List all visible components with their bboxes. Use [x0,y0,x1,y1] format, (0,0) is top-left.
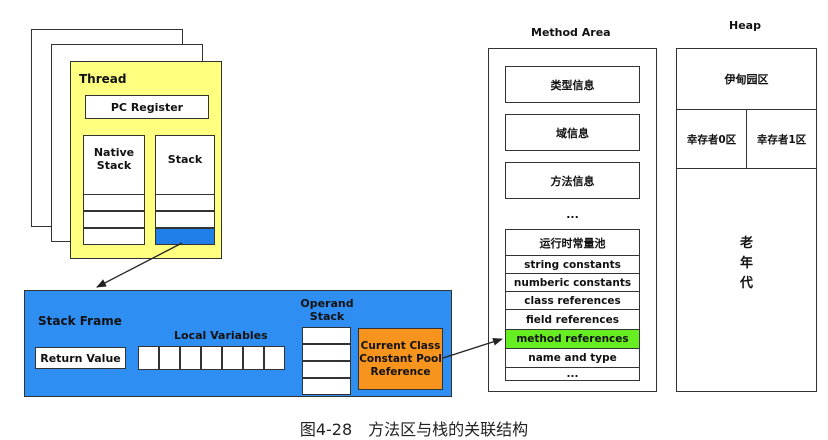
native-stack-slot [83,194,145,211]
native-stack-slot [83,211,145,228]
runtime-constant-pool: 运行时常量池 string constants numberic constan… [505,229,640,381]
operand-stack-slot [302,344,351,361]
operand-stack [302,327,351,395]
pool-item: numberic constants [506,274,639,292]
pool-item: ... [566,368,579,380]
stack-frame-title: Stack Frame [38,314,122,328]
local-variable-slot [138,346,159,370]
thread-panel: Thread PC Register Native Stack Stack [70,61,222,259]
operand-stack-slot [302,361,351,378]
local-variable-slot [264,346,285,370]
pool-item: name and type [506,349,639,368]
type-info-box: 类型信息 [505,66,640,103]
stack-frame-panel: Stack Frame Return Value Local Variables… [24,290,452,397]
method-area-panel: 类型信息 域信息 方法信息 ... 运行时常量池 string constant… [488,48,657,392]
heap-title: Heap [729,19,761,32]
local-variable-slot [243,346,264,370]
operand-stack-slot [302,327,351,344]
pool-item: field references [506,310,639,330]
pool-item: class references [506,292,639,310]
return-value-box: Return Value [35,347,126,369]
local-variables-row [138,346,285,370]
method-area-title: Method Area [531,26,611,39]
figure-caption: 图4-28 方法区与栈的关联结构 [299,420,529,439]
method-info-box: 方法信息 [505,162,640,199]
class-ref-to-method-references-arrow [442,337,503,359]
native-stack-label: Native Stack [93,146,135,172]
method-area-ellipsis: ... [566,207,579,221]
native-stack-slot [83,228,145,245]
thread-title: Thread [79,72,127,86]
operand-stack-slot [302,378,351,395]
local-variables-label: Local Variables [174,329,268,342]
survivor1-space: 幸存者1区 [747,110,816,169]
runtime-constant-pool-title: 运行时常量池 [506,230,639,256]
current-class-ref-box: Current Class Constant Pool Reference [358,328,443,390]
local-variable-slot [159,346,180,370]
local-variable-slot [201,346,222,370]
stack-to-frame-arrow [96,242,183,288]
field-info-box: 域信息 [505,114,640,151]
current-stack-frame-slot [155,228,215,245]
stack-slot [155,211,215,228]
survivor0-space: 幸存者0区 [677,110,747,169]
pc-register-box: PC Register [85,95,209,119]
local-variable-slot [222,346,243,370]
old-generation-space: 老 年 代 [739,236,753,291]
stack-label: Stack [167,153,203,166]
pool-item-method-references: method references [506,330,639,349]
eden-space: 伊甸园区 [677,49,816,110]
heap-panel: 伊甸园区 幸存者0区 幸存者1区 老 年 代 [676,48,817,392]
local-variable-slot [180,346,201,370]
pool-item: string constants [506,256,639,274]
operand-stack-label: Operand Stack [300,297,354,323]
stack-slot [155,194,215,211]
